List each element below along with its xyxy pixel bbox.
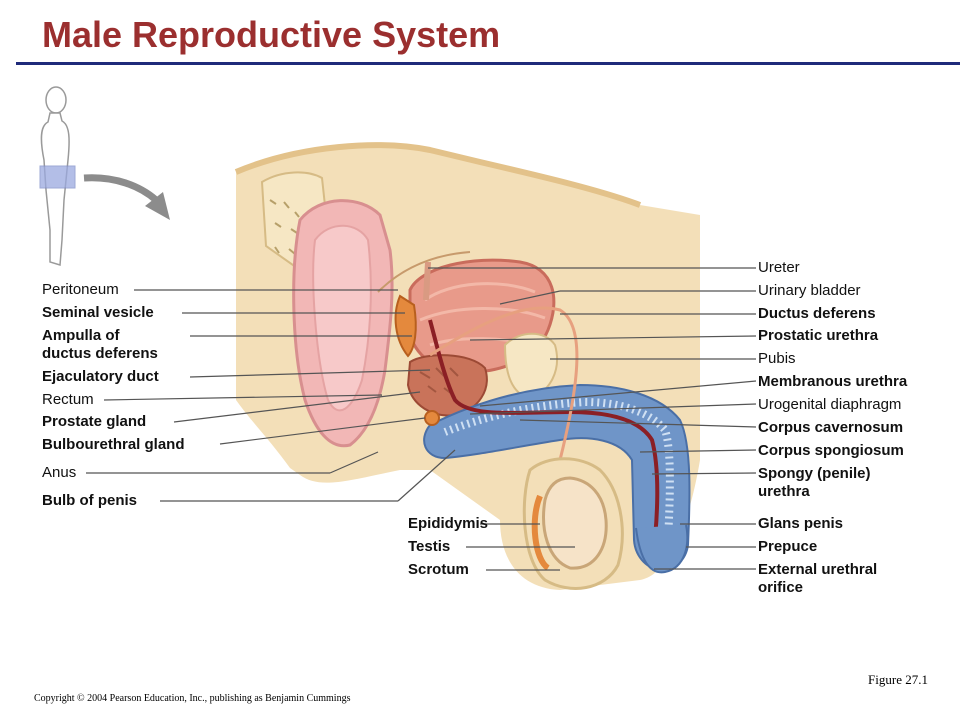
body-silhouette-icon — [39, 86, 76, 266]
label-anus: Anus — [42, 464, 77, 481]
slide-title: Male Reproductive System — [42, 14, 501, 55]
label-external-urethral-line2: orifice — [758, 579, 804, 596]
label-ejaculatory-duct: Ejaculatory duct — [42, 368, 159, 385]
pointer-arrow-icon — [83, 174, 170, 220]
label-external-urethral-line1: External urethral — [758, 561, 878, 578]
pelvic-cross-section — [234, 142, 700, 590]
label-ductus-deferens: Ductus deferens — [758, 305, 876, 322]
label-seminal-vesicle: Seminal vesicle — [42, 304, 154, 321]
label-urinary-bladder: Urinary bladder — [758, 282, 861, 299]
label-membranous-urethra: Membranous urethra — [758, 373, 908, 390]
copyright-notice: Copyright © 2004 Pearson Education, Inc.… — [34, 693, 351, 704]
label-spongy-urethra-line1: Spongy (penile) — [758, 465, 871, 482]
label-spongy-urethra-line2: urethra — [758, 483, 810, 500]
label-epididymis: Epididymis — [408, 515, 489, 532]
figure-label: Figure 27.1 — [868, 672, 928, 687]
label-testis: Testis — [408, 538, 451, 555]
label-ampulla-line1: Ampulla of — [42, 327, 120, 344]
label-urogenital-diaphragm: Urogenital diaphragm — [758, 396, 902, 413]
label-corpus-cavernosum: Corpus cavernosum — [758, 419, 904, 436]
label-glans-penis: Glans penis — [758, 515, 844, 532]
label-prepuce: Prepuce — [758, 538, 818, 555]
label-bulb-of-penis: Bulb of penis — [42, 492, 137, 509]
title-divider — [16, 62, 960, 65]
label-corpus-spongiosum: Corpus spongiosum — [758, 442, 904, 459]
label-ampulla-line2: ductus deferens — [42, 345, 158, 362]
label-peritoneum: Peritoneum — [42, 281, 119, 298]
label-prostate-gland: Prostate gland — [42, 413, 147, 430]
label-scrotum: Scrotum — [408, 561, 469, 578]
label-ureter: Ureter — [758, 259, 800, 276]
label-rectum: Rectum — [42, 391, 94, 408]
label-prostatic-urethra: Prostatic urethra — [758, 327, 879, 344]
label-pubis: Pubis — [758, 350, 796, 367]
leader-lines — [86, 267, 757, 571]
label-bulbourethral-gland: Bulbourethral gland — [42, 436, 185, 453]
